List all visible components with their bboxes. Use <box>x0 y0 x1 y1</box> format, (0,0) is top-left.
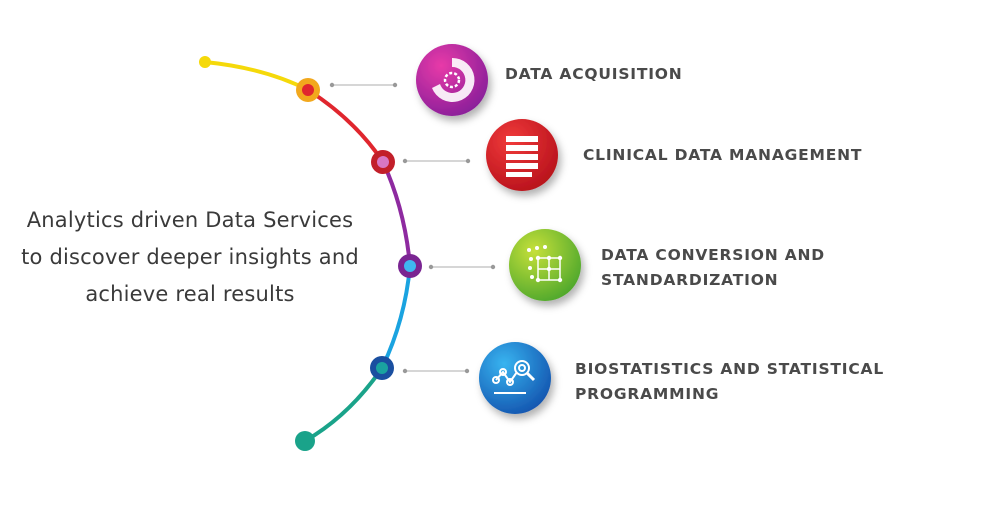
arc-end-dot <box>295 431 315 451</box>
tagline-line: achieve real results <box>85 282 295 306</box>
tagline-line: Analytics driven Data Services <box>26 208 354 232</box>
arc-segment-blue <box>380 265 412 369</box>
tagline: Analytics driven Data Services to discov… <box>10 202 370 313</box>
service-title: BIOSTATISTICS AND STATISTICAL <box>575 360 884 378</box>
arc-segment-teal <box>303 366 384 443</box>
connector-3 <box>428 264 496 270</box>
service-title: CLINICAL DATA MANAGEMENT <box>583 146 863 164</box>
stacked-layers-icon <box>486 119 558 191</box>
service-title: DATA ACQUISITION <box>505 65 683 83</box>
connector-2 <box>402 158 471 164</box>
service-label-clinical-data-management: CLINICAL DATA MANAGEMENT <box>583 143 862 168</box>
service-label-data-conversion: DATA CONVERSION AND STANDARDIZATION <box>601 243 825 293</box>
tagline-line: to discover deeper insights and <box>21 245 359 269</box>
arc-start-dot <box>199 56 211 68</box>
service-title: PROGRAMMING <box>575 385 720 403</box>
spiral-shell-icon <box>416 44 488 116</box>
service-title: STANDARDIZATION <box>601 271 779 289</box>
chart-magnifier-icon <box>479 342 551 414</box>
arc-node-1 <box>296 78 320 102</box>
service-label-biostatistics: BIOSTATISTICS AND STATISTICAL PROGRAMMIN… <box>575 357 884 407</box>
arc-segment-red <box>306 88 385 164</box>
arc-node-3 <box>398 254 422 278</box>
arc-segment-yellow <box>204 60 309 92</box>
arc-segment-purple <box>381 161 412 267</box>
arc-node-2 <box>371 150 395 174</box>
arc-node-4 <box>370 356 394 380</box>
service-title: DATA CONVERSION AND <box>601 246 825 264</box>
connector-4 <box>402 368 470 374</box>
connector-1 <box>329 82 398 88</box>
dot-grid-icon <box>509 229 581 301</box>
service-label-data-acquisition: DATA ACQUISITION <box>505 62 683 87</box>
